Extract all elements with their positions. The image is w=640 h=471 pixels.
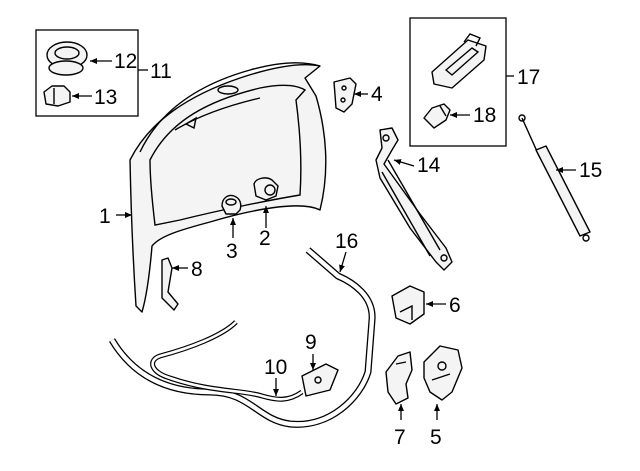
group-box-17 [409,17,507,147]
group-box-11 [35,29,139,117]
callout-17: 17 [517,66,540,89]
part-16-weatherstrip [108,247,376,428]
callout-12: 12 [114,50,137,73]
part-18-bulb [423,103,451,129]
callout-2: 2 [259,227,271,250]
part-15-gas-strut [518,114,591,242]
callout-5: 5 [430,426,442,449]
part-5-latch-assembly [423,345,463,401]
part-14-hinge [375,127,453,271]
part-9-latch [301,363,339,397]
part-4-bracket [333,77,357,113]
part-2-bumper [253,177,279,201]
callout-8: 8 [191,258,203,281]
callout-16: 16 [335,230,358,253]
callout-1: 1 [99,205,111,228]
part-8-cable-clip [161,257,179,311]
callout-18: 18 [473,104,496,127]
part-12-light-lens [46,41,88,76]
callout-10: 10 [264,356,287,379]
part-17-license-lamp [431,33,487,89]
trunk-lid [129,62,327,313]
callout-4: 4 [371,83,383,106]
callout-11: 11 [150,60,172,83]
part-3-clip [221,194,242,215]
callout-15: 15 [579,159,602,182]
part-13-bulb-socket [43,85,71,107]
callout-6: 6 [449,294,461,317]
part-7-bracket [385,351,413,405]
part-6-bumper [391,285,425,325]
callout-3: 3 [226,240,238,263]
callout-14: 14 [417,154,441,177]
part-10-release-cable [150,320,304,402]
callout-9: 9 [305,331,317,354]
callout-7: 7 [394,426,406,449]
callout-13: 13 [94,86,117,109]
